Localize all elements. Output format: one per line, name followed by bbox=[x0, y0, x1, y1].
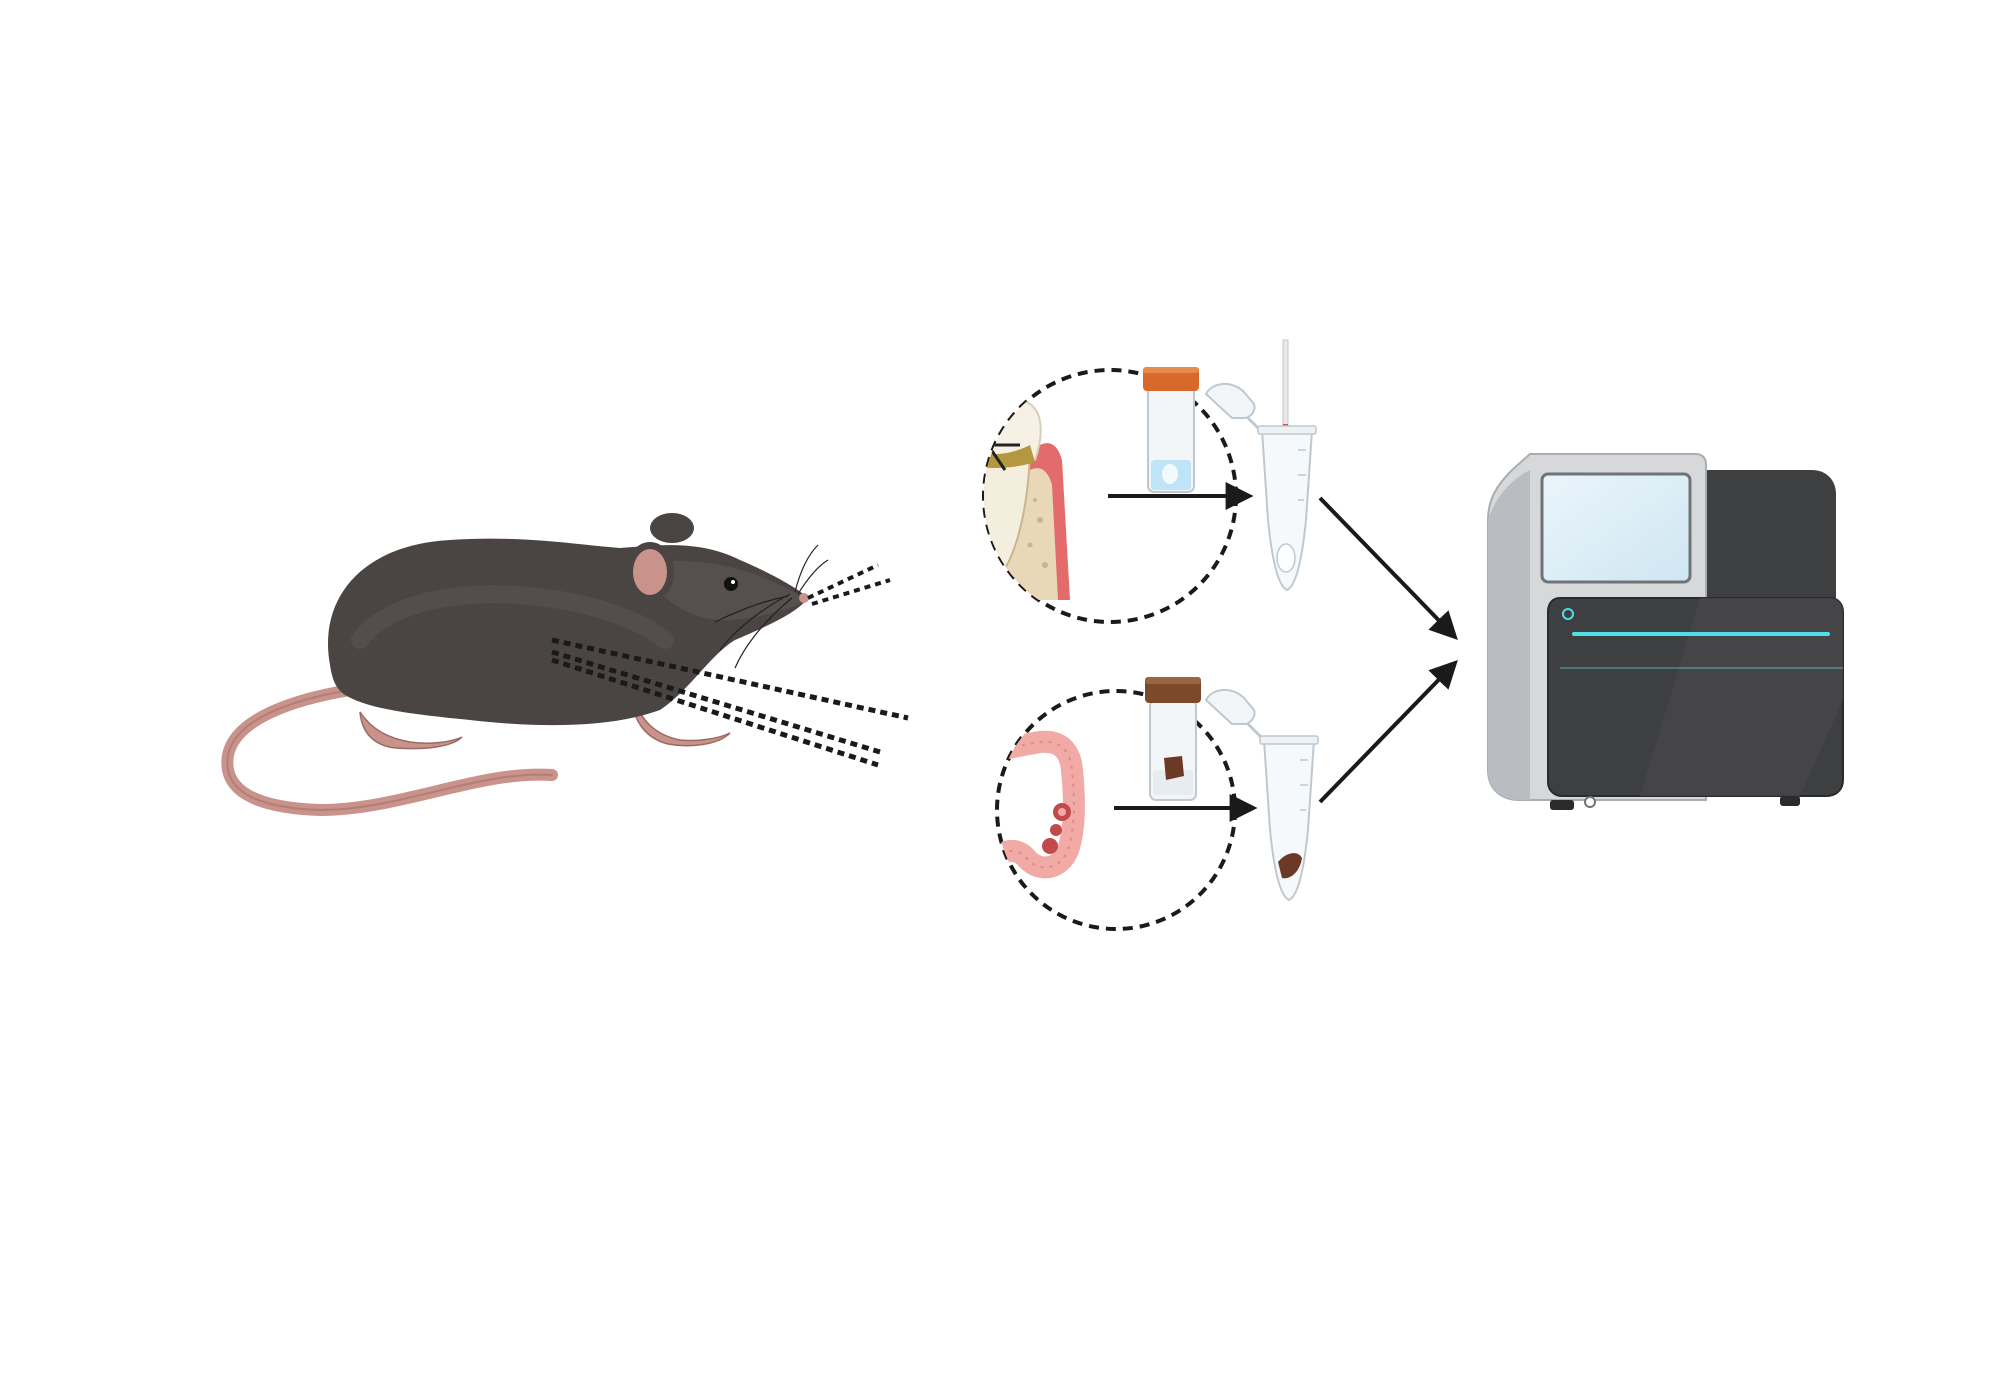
tube-with-swab-icon bbox=[1204, 339, 1317, 592]
arrow-oral-tube-to-sequencer bbox=[1318, 496, 1458, 641]
sequencer-screen bbox=[1540, 472, 1692, 584]
mouse-eye bbox=[724, 577, 738, 591]
mouse-nose bbox=[799, 593, 809, 603]
sample-jar-stool-icon bbox=[1145, 677, 1201, 801]
sequencer-icon bbox=[1487, 453, 1844, 810]
mouse-icon bbox=[221, 513, 829, 817]
dotted-connector-oral bbox=[807, 563, 891, 606]
mouse-front-foot bbox=[631, 694, 731, 747]
sample-jar-liquid-icon bbox=[1143, 367, 1199, 493]
mouse-whiskers bbox=[714, 544, 829, 669]
mouse-hind-foot bbox=[359, 711, 463, 750]
mouse-ear-back bbox=[650, 513, 694, 543]
dotted-connector-gut bbox=[551, 637, 909, 768]
sequencer-power-button bbox=[1562, 608, 1574, 620]
colon-icon bbox=[997, 730, 1085, 906]
tube-with-stool-icon bbox=[1204, 689, 1319, 902]
arrow-gut-tube-to-sequencer bbox=[1318, 659, 1458, 804]
